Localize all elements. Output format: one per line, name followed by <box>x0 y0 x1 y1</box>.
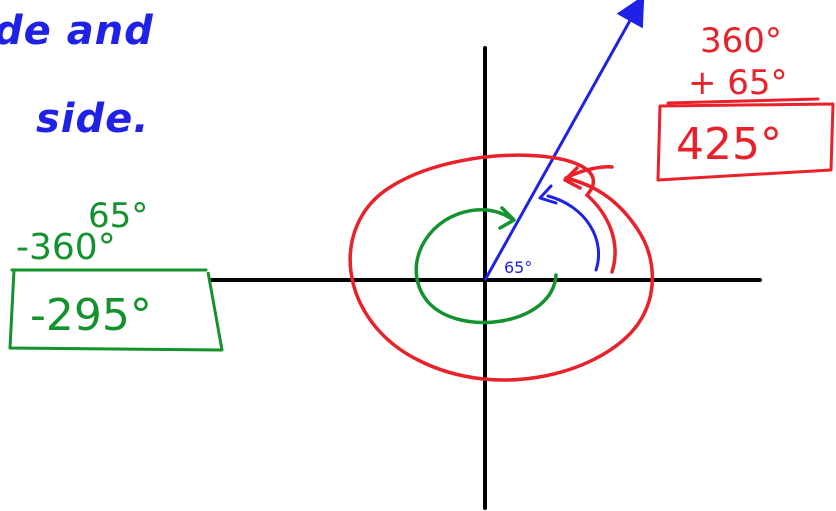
positive-calc-line-2: + 65° <box>688 63 788 103</box>
positive-rotation-loop <box>348 153 655 382</box>
positive-calc-result: 425° <box>676 119 782 170</box>
positive-rotation-arrowhead <box>563 166 582 190</box>
angle-arc-65 <box>546 194 601 272</box>
positive-calc-line-1: 360° <box>700 21 782 61</box>
negative-rotation-arc <box>414 207 558 325</box>
negative-rotation-arrowhead <box>498 206 516 230</box>
heading-line-2: side. <box>36 96 150 142</box>
positive-calc-rule <box>666 97 820 105</box>
angle-label: 65° <box>504 258 532 277</box>
negative-calc-line-1: 65° <box>88 196 148 236</box>
negative-calc-result: -295° <box>30 290 152 341</box>
heading-line-1: de and <box>0 8 154 54</box>
negative-calc-result-box <box>8 269 224 352</box>
terminal-ray <box>483 0 645 281</box>
positive-calc-result-box <box>656 102 835 182</box>
negative-calc-line-2: -360° <box>16 227 116 268</box>
angle-arc-65-arrowhead <box>538 184 558 205</box>
positive-rotation-tail <box>564 165 614 180</box>
